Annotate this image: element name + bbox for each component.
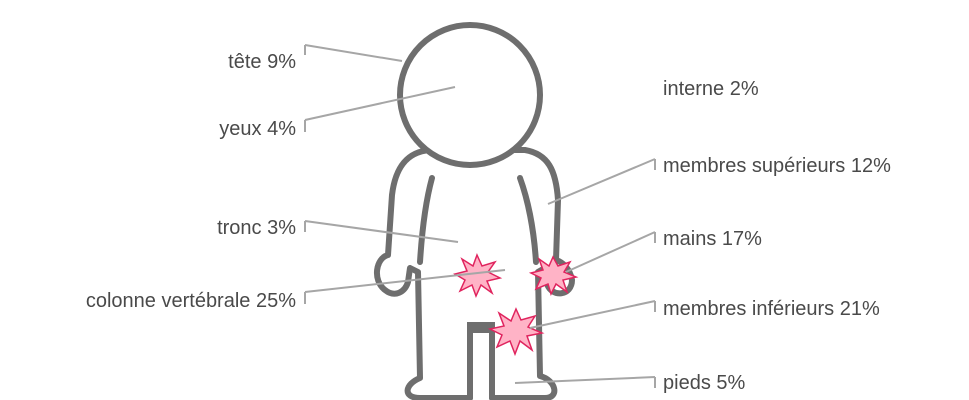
- leg-gap-line: [470, 325, 492, 398]
- leader-membres-inf: [530, 301, 655, 328]
- leader-mains: [566, 232, 655, 272]
- label-tete: tête 9%: [228, 51, 296, 73]
- label-colonne: colonne vertébrale 25%: [86, 290, 296, 312]
- label-membres-sup: membres supérieurs 12%: [663, 155, 891, 177]
- label-pieds: pieds 5%: [663, 372, 745, 394]
- label-mains: mains 17%: [663, 228, 762, 250]
- label-interne: interne 2%: [663, 78, 759, 100]
- label-yeux: yeux 4%: [219, 118, 296, 140]
- leader-tete: [305, 45, 402, 61]
- label-tronc: tronc 3%: [217, 217, 296, 239]
- label-membres-inf: membres inférieurs 21%: [663, 298, 880, 320]
- body-figure: [377, 25, 572, 398]
- leader-membres-sup: [548, 159, 655, 204]
